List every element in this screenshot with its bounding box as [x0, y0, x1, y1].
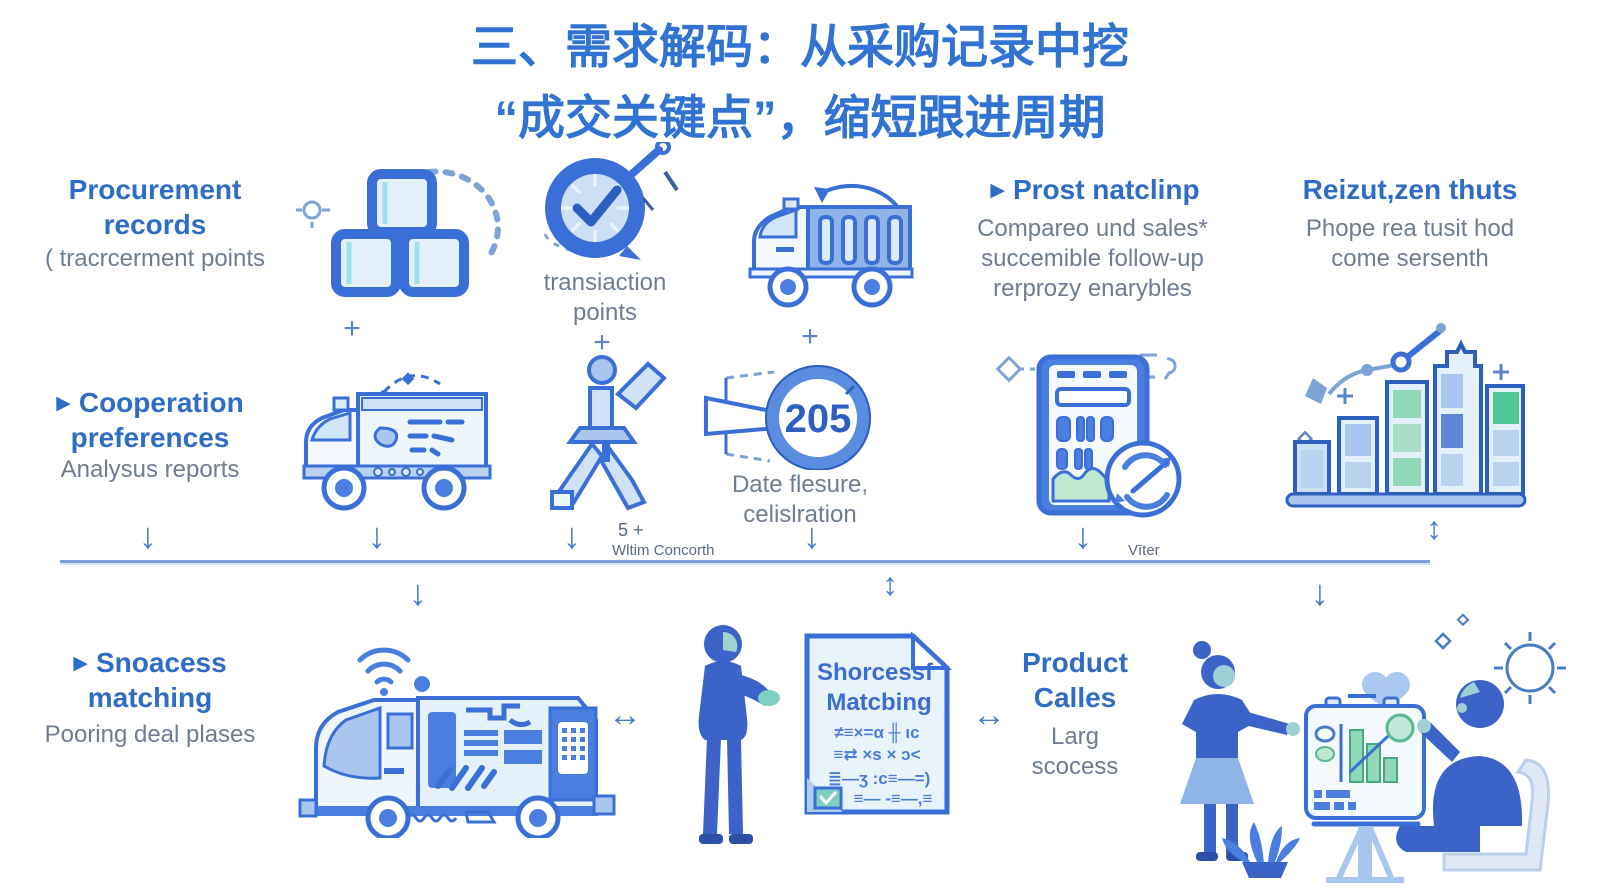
document-line: ≡⇄ ×s × ɔ<: [833, 745, 920, 764]
wifi-truck-icon: [298, 647, 616, 838]
procurement-records-heading: Procurement records: [68, 174, 242, 240]
triangle-marker-icon: ▶: [990, 180, 1005, 201]
prost-body: Compareo und sales* succemible follow-up…: [977, 215, 1208, 302]
document-line: ≠≡×=α ╫ ιc: [834, 722, 919, 744]
magnifier-check-icon: [543, 142, 679, 260]
page-title-line1: 三、需求解码：从采购记录中挖: [471, 20, 1129, 73]
left-right-arrow-icon: ↔: [608, 696, 642, 734]
badge-caption: Date flesure, celislration: [731, 471, 869, 528]
document-title-line1: Shorcessf: [817, 659, 934, 686]
result-heading: Reizut,zen thuts: [1302, 174, 1518, 205]
transaction-points-caption: transiaction points: [543, 269, 667, 326]
document-title-line2: Matcbing: [826, 689, 931, 716]
page-title-line2: “成交关键点”，缩短跟进周期: [494, 90, 1106, 144]
cooperation-heading: ▶Cooperation preferences: [56, 387, 244, 453]
standing-person-icon: [698, 625, 780, 844]
matching-sub: Pooring deal plases: [44, 721, 256, 748]
down-arrow-icon: ↓: [368, 515, 386, 556]
meeting-scene-illustration: [1180, 613, 1566, 883]
prost-heading: ▶Prost natclinp: [990, 174, 1200, 205]
product-sub: Larg scocess: [1031, 723, 1119, 780]
down-arrow-icon: ↓: [803, 515, 821, 556]
matching-document-icon: Shorcessf Matcbing ≠≡×=α ╫ ιc ≡⇄ ×s × ɔ<…: [804, 631, 953, 815]
plus-sign: +: [343, 312, 361, 345]
cubes-icon: [296, 168, 501, 297]
updown-arrow-icon: ↕: [882, 566, 898, 602]
updown-arrow-icon: ↕: [1426, 510, 1442, 546]
page-title: 三、需求解码：从采购记录中挖 “成交关键点”，缩短跟进周期: [0, 12, 1600, 153]
document-line: ≡— -≡—,≡: [854, 789, 933, 808]
triangle-marker-icon: ▶: [73, 653, 88, 674]
result-body: Phope rea tusit hod come sersenth: [1305, 215, 1515, 272]
matching-heading: ▶Snoacess matching: [73, 647, 227, 713]
down-arrow-icon: ↓: [563, 515, 581, 556]
decorated-truck-icon: [302, 372, 492, 511]
container-truck-icon: [748, 183, 914, 308]
down-arrow-icon: ↓: [409, 572, 427, 613]
badge-value: 205: [785, 397, 852, 441]
calculator-clock-icon: [995, 353, 1182, 518]
pointing-person-icon: [550, 355, 667, 511]
cooperation-sub: Analysus reports: [60, 456, 240, 483]
divider-line: [60, 560, 1430, 565]
divider-note-small: 5 +: [618, 520, 644, 540]
down-arrow-icon: ↓: [1311, 572, 1329, 613]
product-heading: Product Calles: [1022, 647, 1128, 713]
divider-note-right: Vīter: [1128, 542, 1160, 559]
badge-205-icon: 205: [704, 365, 871, 470]
procurement-records-sub: ( tracrcerment points: [44, 245, 266, 272]
down-arrow-icon: ↓: [1074, 515, 1092, 556]
divider-note-left: Wltim Concorth: [612, 542, 715, 559]
plus-sign: +: [593, 326, 611, 359]
triangle-marker-icon: ▶: [56, 393, 71, 414]
city-bar-chart-icon: [1285, 323, 1527, 508]
plus-sign: +: [801, 320, 819, 353]
down-arrow-icon: ↓: [139, 515, 157, 556]
left-right-arrow-icon: ↔: [972, 696, 1006, 734]
document-line: ≣—ʒ :c≡—=): [828, 769, 931, 788]
